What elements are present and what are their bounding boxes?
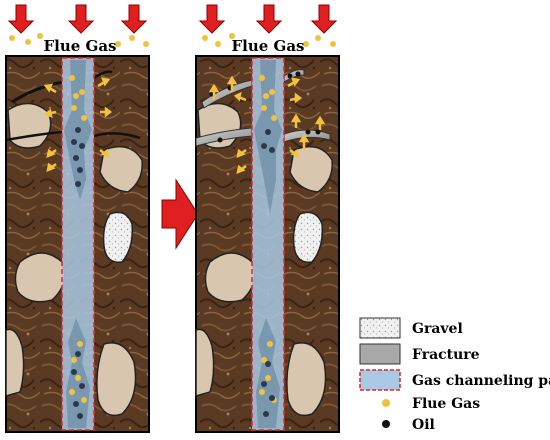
gravel-fine: [292, 211, 324, 263]
panel-after-label: Flue Gas: [232, 37, 305, 55]
gravel-swatch-icon: [359, 317, 401, 339]
panel-before-label: Flue Gas: [44, 37, 117, 55]
legend-label-oil: Oil: [412, 417, 435, 433]
channel-oil-zone: [254, 60, 282, 214]
fracture: [93, 70, 113, 80]
top-flue-gas-dots: [9, 33, 336, 47]
gravel: [204, 252, 256, 303]
gravel: [96, 342, 137, 417]
gravel: [289, 145, 333, 193]
legend-label-flue-gas: Flue Gas: [412, 396, 480, 412]
channel-swatch-icon: [359, 369, 401, 391]
fracture-swatch-icon: [359, 343, 401, 365]
gravel: [195, 328, 215, 397]
down-arrow-icon: [7, 4, 35, 34]
down-arrow-icon: [67, 4, 95, 34]
fracture: [11, 80, 63, 104]
flue-gas-dot-icon: [382, 399, 390, 407]
gravel: [7, 102, 52, 149]
gravel: [286, 342, 327, 417]
legend-label-channel: Gas channeling path: [412, 373, 550, 389]
right-arrow-icon: [161, 178, 199, 250]
legend-label-fracture: Fracture: [412, 347, 480, 363]
injection-arrows: [7, 4, 338, 34]
gravel: [99, 145, 143, 193]
fracture: [93, 132, 141, 140]
down-arrow-icon: [310, 4, 338, 34]
legend-label-gravel: Gravel: [412, 321, 463, 337]
panel-before: [5, 55, 150, 433]
gravel: [14, 252, 66, 303]
gravel: [5, 328, 25, 397]
down-arrow-icon: [198, 4, 226, 34]
panel-after: [195, 55, 340, 433]
oil-dot-icon: [382, 420, 390, 428]
down-arrow-icon: [255, 4, 283, 34]
gravel-fine: [102, 211, 134, 263]
down-arrow-icon: [120, 4, 148, 34]
legend: Gravel Fracture Gas channeling path Flue…: [359, 317, 550, 433]
fracture: [5, 130, 63, 142]
